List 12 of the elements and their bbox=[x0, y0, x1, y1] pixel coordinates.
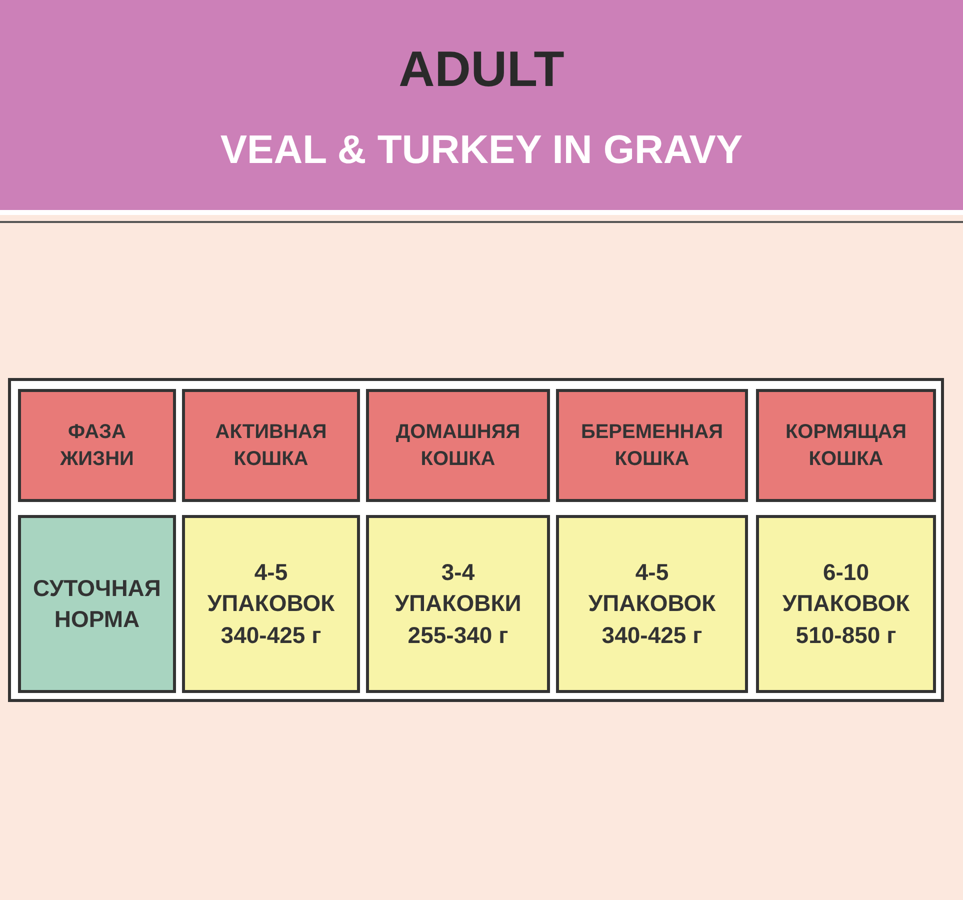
header-cell: БЕРЕМЕННАЯ КОШКА bbox=[556, 389, 748, 502]
title: ADULT bbox=[398, 40, 566, 98]
table-cell: 4-5 УПАКОВОК 340-425 г bbox=[182, 515, 360, 693]
row-header-cell: СУТОЧНАЯ НОРМА bbox=[18, 515, 176, 693]
header-cell: ДОМАШНЯЯ КОШКА bbox=[366, 389, 550, 502]
subtitle: VEAL & TURKEY IN GRAVY bbox=[219, 128, 744, 173]
header-cell: ФАЗА ЖИЗНИ bbox=[18, 389, 176, 502]
header-cell: КОРМЯЩАЯ КОШКА bbox=[756, 389, 936, 502]
table-cell: 3-4 УПАКОВКИ 255-340 г bbox=[366, 515, 550, 693]
header-cell: АКТИВНАЯ КОШКА bbox=[182, 389, 360, 502]
table-cell: 4-5 УПАКОВОК 340-425 г bbox=[556, 515, 748, 693]
table-cell: 6-10 УПАКОВОК 510-850 г bbox=[756, 515, 936, 693]
